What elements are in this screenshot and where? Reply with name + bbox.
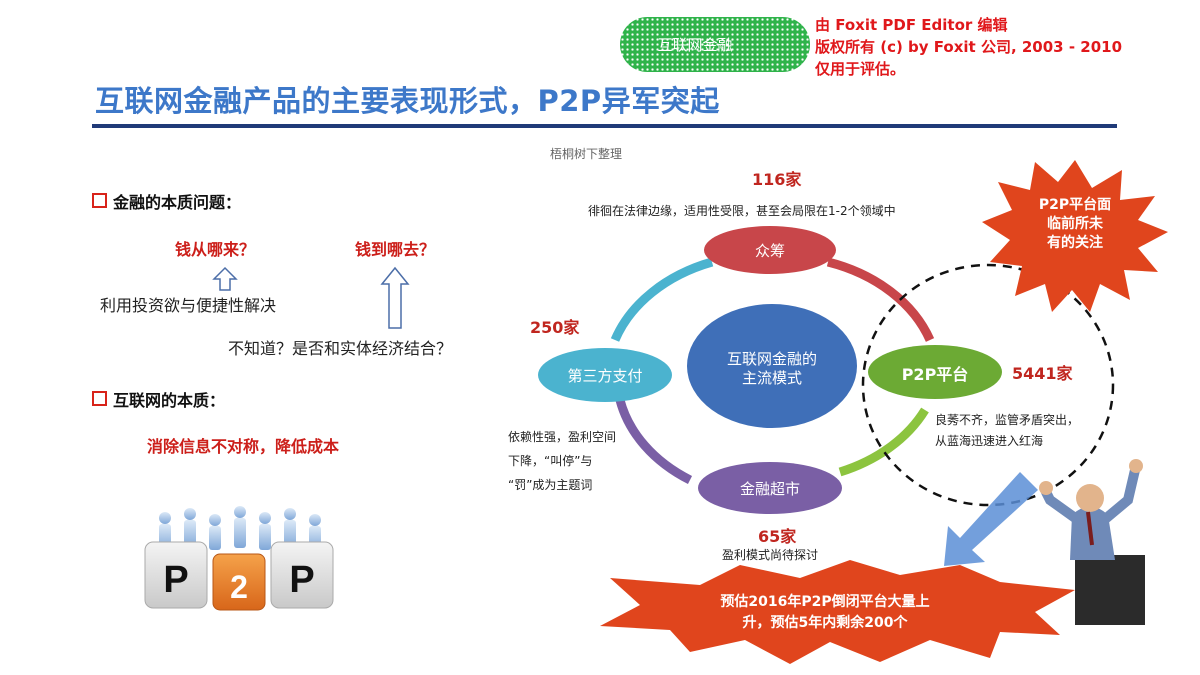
supermarket-label: 金融超市 [739, 480, 800, 498]
crowdfunding-note: 徘徊在法律边缘，适用性受限，甚至会局限在1-2个领域中 [588, 204, 896, 218]
banner-burst-shape [600, 560, 1075, 664]
payment-count: 250家 [530, 318, 580, 337]
dice-letter-p2: P [289, 559, 314, 601]
crowdfunding-label: 众筹 [754, 242, 785, 260]
payment-note-line-2: 下降，“叫停”与 [508, 454, 593, 468]
foxit-watermark: 由 Foxit PDF Editor 编辑 版权所有 (c) by Foxit … [815, 14, 1122, 80]
question-where-from: 钱从哪来？ [175, 240, 256, 259]
title-divider [92, 124, 1117, 128]
tag-label: 互联网金融 [657, 36, 733, 54]
ring-arc-green [838, 407, 929, 477]
ring-arc-blue [610, 257, 714, 342]
tag-pill [620, 17, 810, 72]
internet-essence-text: 消除信息不对称，降低成本 [147, 437, 340, 456]
watermark-line-1: 由 Foxit PDF Editor 编辑 [815, 16, 1008, 34]
starburst-line-3: 有的关注 [1047, 235, 1103, 251]
section-internet-essence: 互联网的本质： [113, 391, 226, 410]
starburst-shape [982, 160, 1168, 312]
page-title: 互联网金融产品的主要表现形式，P2P异军突起 [95, 84, 720, 118]
supermarket-note: 盈利模式尚待探讨 [722, 548, 819, 562]
arrow-up-small-icon [212, 266, 238, 291]
p2p-note-line-1: 良莠不齐，监管矛盾突出， [935, 413, 1080, 427]
bullet-square-icon [92, 193, 107, 208]
supermarket-count: 65家 [758, 527, 797, 546]
node-crowdfunding [704, 226, 836, 274]
payment-note-line-3: “罚”成为主题词 [508, 478, 593, 492]
payment-note: 依赖性强，盈利空间 下降，“叫停”与 “罚”成为主题词 [508, 425, 616, 497]
center-node [687, 304, 857, 428]
p2p-note-line-2: 从蓝海迅速进入红海 [935, 434, 1044, 448]
celebrating-man-image [1039, 459, 1145, 625]
dice-letter-p1: P [163, 559, 188, 601]
byline: 梧桐树下整理 [550, 147, 623, 161]
question-where-to: 钱到哪去？ [355, 240, 436, 259]
dice-number-2: 2 [230, 569, 248, 605]
center-node-label: 互联网金融的 主流模式 [687, 350, 857, 388]
p2p-count: 5441家 [1012, 364, 1073, 383]
node-p2p [868, 345, 1002, 399]
arrow-up-tall-icon [380, 266, 410, 329]
ring-arc-red [826, 257, 935, 342]
ring-arc-purple [615, 398, 693, 485]
center-label-line-2: 主流模式 [741, 369, 802, 387]
starburst-line-1: P2P平台面 [1038, 197, 1112, 213]
center-label-line-1: 互联网金融的 [726, 350, 817, 368]
p2p-label: P2P平台 [901, 365, 969, 384]
starburst-line-2: 临前所未 [1047, 216, 1103, 232]
starburst-text: P2P平台面 临前所未 有的关注 [1010, 196, 1140, 253]
p2p-note: 良莠不齐，监管矛盾突出， 从蓝海迅速进入红海 [935, 410, 1079, 452]
bullet-square-icon [92, 391, 107, 406]
crowdfunding-count: 116家 [752, 170, 802, 189]
section-finance-essence: 金融的本质问题： [113, 193, 242, 212]
p2p-dashed-circle [861, 263, 1115, 507]
node-supermarket [698, 462, 842, 514]
watermark-line-3: 仅用于评估。 [815, 60, 906, 78]
banner-line-2: 升，预估5年内剩余200个 [742, 615, 908, 631]
answer-investment: 利用投资欲与便捷性解决 [100, 296, 277, 315]
node-payment [538, 348, 672, 402]
down-left-arrow-icon [944, 472, 1038, 566]
payment-label: 第三方支付 [567, 367, 643, 385]
banner-line-1: 预估2016年P2P倒闭平台大量上 [720, 594, 930, 610]
p2p-dice-image: P 2 P [135, 500, 350, 618]
answer-real-economy: 不知道？是否和实体经济结合？ [228, 339, 453, 358]
banner-text: 预估2016年P2P倒闭平台大量上 升，预估5年内剩余200个 [690, 592, 960, 634]
payment-note-line-1: 依赖性强，盈利空间 [508, 430, 617, 444]
watermark-line-2: 版权所有 (c) by Foxit 公司, 2003 - 2010 [815, 38, 1123, 56]
